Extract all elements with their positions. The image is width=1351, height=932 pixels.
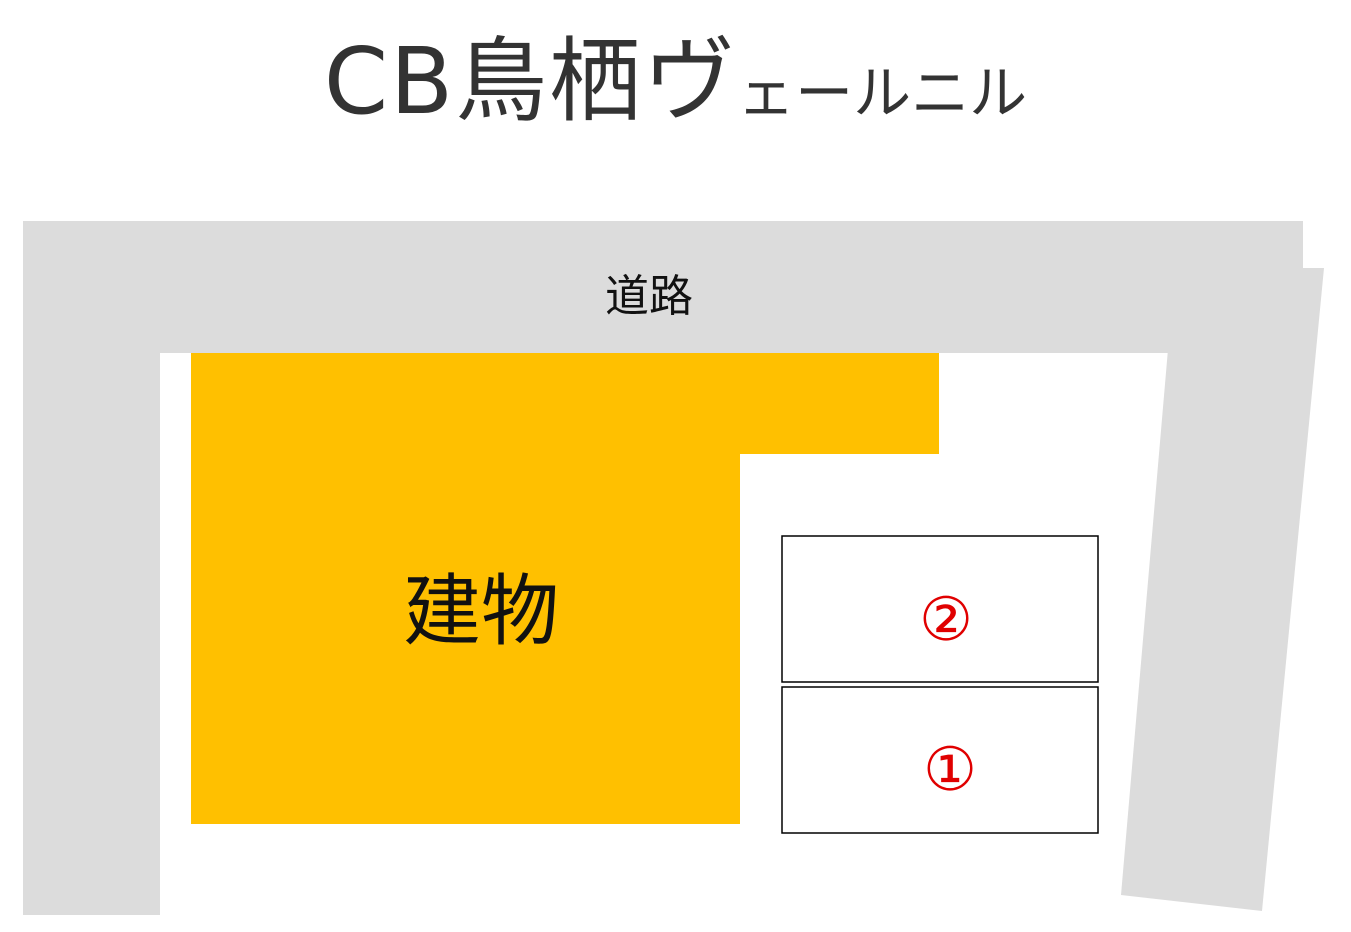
road (23, 221, 1324, 915)
page-title: CB鳥栖ヴェールニル (0, 22, 1351, 153)
road-corner (1175, 221, 1303, 353)
building (191, 353, 939, 824)
road-top (23, 221, 1303, 353)
road-label: 道路 (605, 271, 693, 322)
building-label: 建物 (403, 567, 559, 657)
parking-slot-2-label: ② (919, 585, 973, 655)
title-suffix: ェールニル (737, 59, 1028, 127)
road-right (1121, 268, 1324, 911)
title-main: CB鳥栖ヴ (323, 28, 738, 135)
parking-slot-1 (781, 686, 1099, 834)
parking-slot-1-label: ① (923, 735, 977, 805)
parking-slot-2 (781, 535, 1099, 683)
road-left (23, 221, 160, 915)
